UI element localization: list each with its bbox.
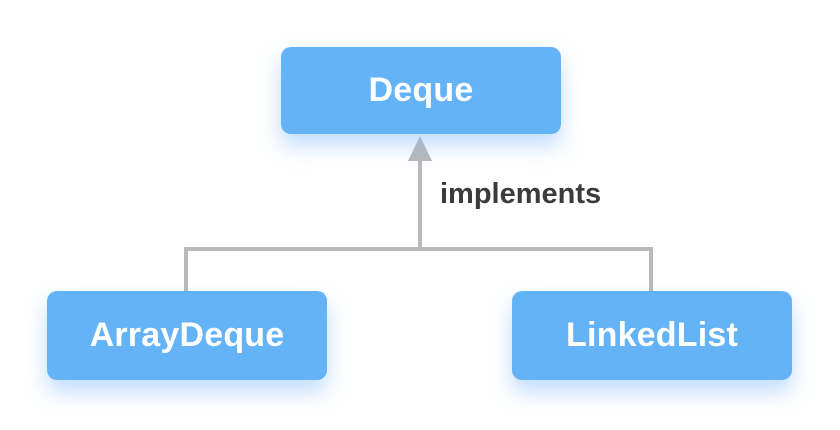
node-arraydeque: ArrayDeque bbox=[47, 291, 327, 380]
node-deque-label: Deque bbox=[368, 71, 474, 109]
connector-arraydeque-branch-line bbox=[184, 247, 188, 293]
arrow-up-head-icon bbox=[408, 136, 432, 161]
node-deque: Deque bbox=[281, 47, 561, 134]
edge-label-implements: implements bbox=[440, 178, 602, 210]
connector-arrow-shaft-line bbox=[418, 158, 422, 251]
node-linkedlist-label: LinkedList bbox=[565, 316, 739, 354]
node-linkedlist: LinkedList bbox=[512, 291, 792, 380]
node-arraydeque-label: ArrayDeque bbox=[89, 316, 285, 354]
connector-linkedlist-branch-line bbox=[649, 247, 653, 293]
